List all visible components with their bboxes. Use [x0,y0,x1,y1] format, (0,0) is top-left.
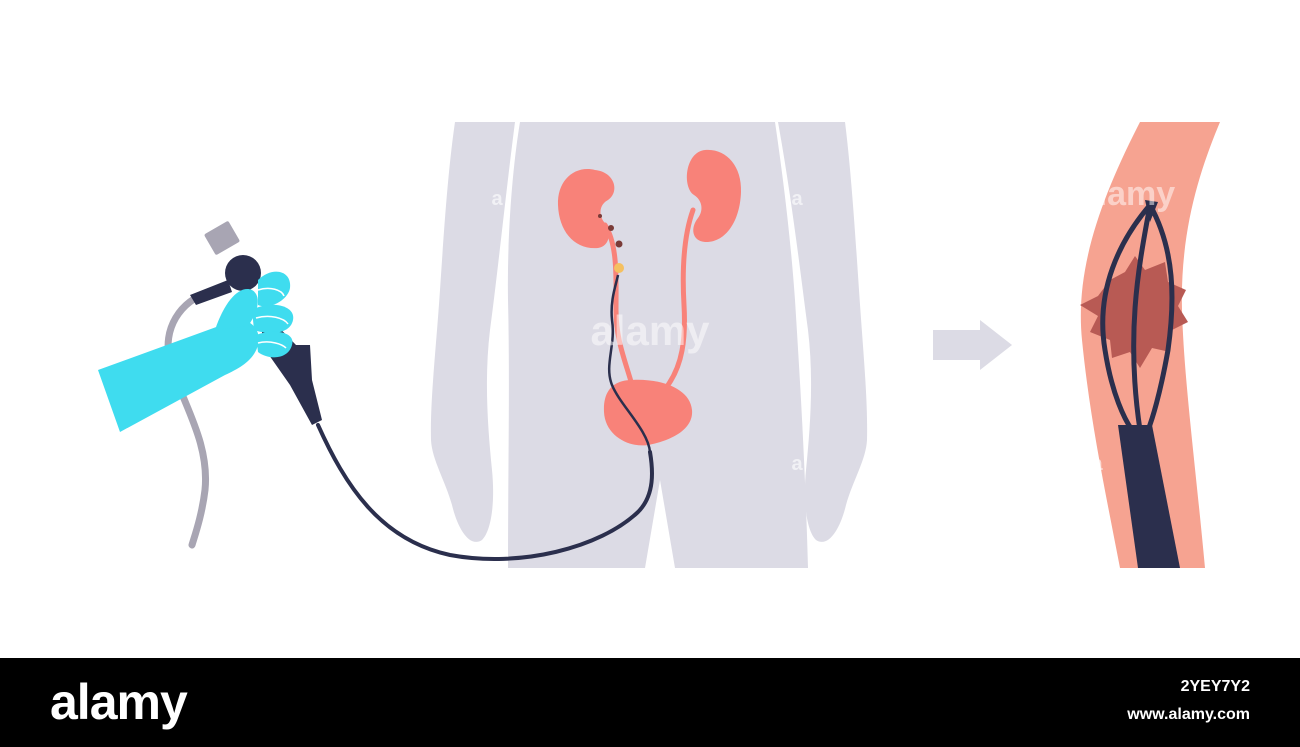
watermark-small-2: a [791,188,803,210]
ureter-closeup [1080,122,1220,568]
image-id: 2YEY7Y2 [1180,678,1250,695]
kidney-stones [598,214,623,248]
site-url[interactable]: www.alamy.com [1127,706,1250,723]
laser-glow [614,263,624,273]
watermark-small-1: a [491,188,503,210]
stone-basket [1100,202,1175,433]
urinary-system [557,149,742,446]
scope-cable [316,423,654,561]
watermark-right: alamy [1079,175,1175,213]
footer-bar: alamy 2YEY7Y2 www.alamy.com [0,658,1300,747]
scope-sheath [1118,425,1180,568]
ureters [602,207,696,388]
right-kidney [686,149,742,243]
arrow-icon [933,320,1012,370]
ureteroscopy-illustration: alamy alamy a a a a a [98,122,1220,568]
watermark-small-3: a [491,453,503,475]
left-kidney [557,169,615,249]
bladder [603,379,693,446]
alamy-logo: alamy [50,674,188,730]
watermark-center: alamy [590,307,710,354]
glove-finger-lines [255,287,289,349]
watermark-small-5: a [1091,453,1103,475]
light-cable [164,288,214,549]
ureteroscope-tip [607,274,652,453]
watermark-small-4: a [791,453,803,475]
